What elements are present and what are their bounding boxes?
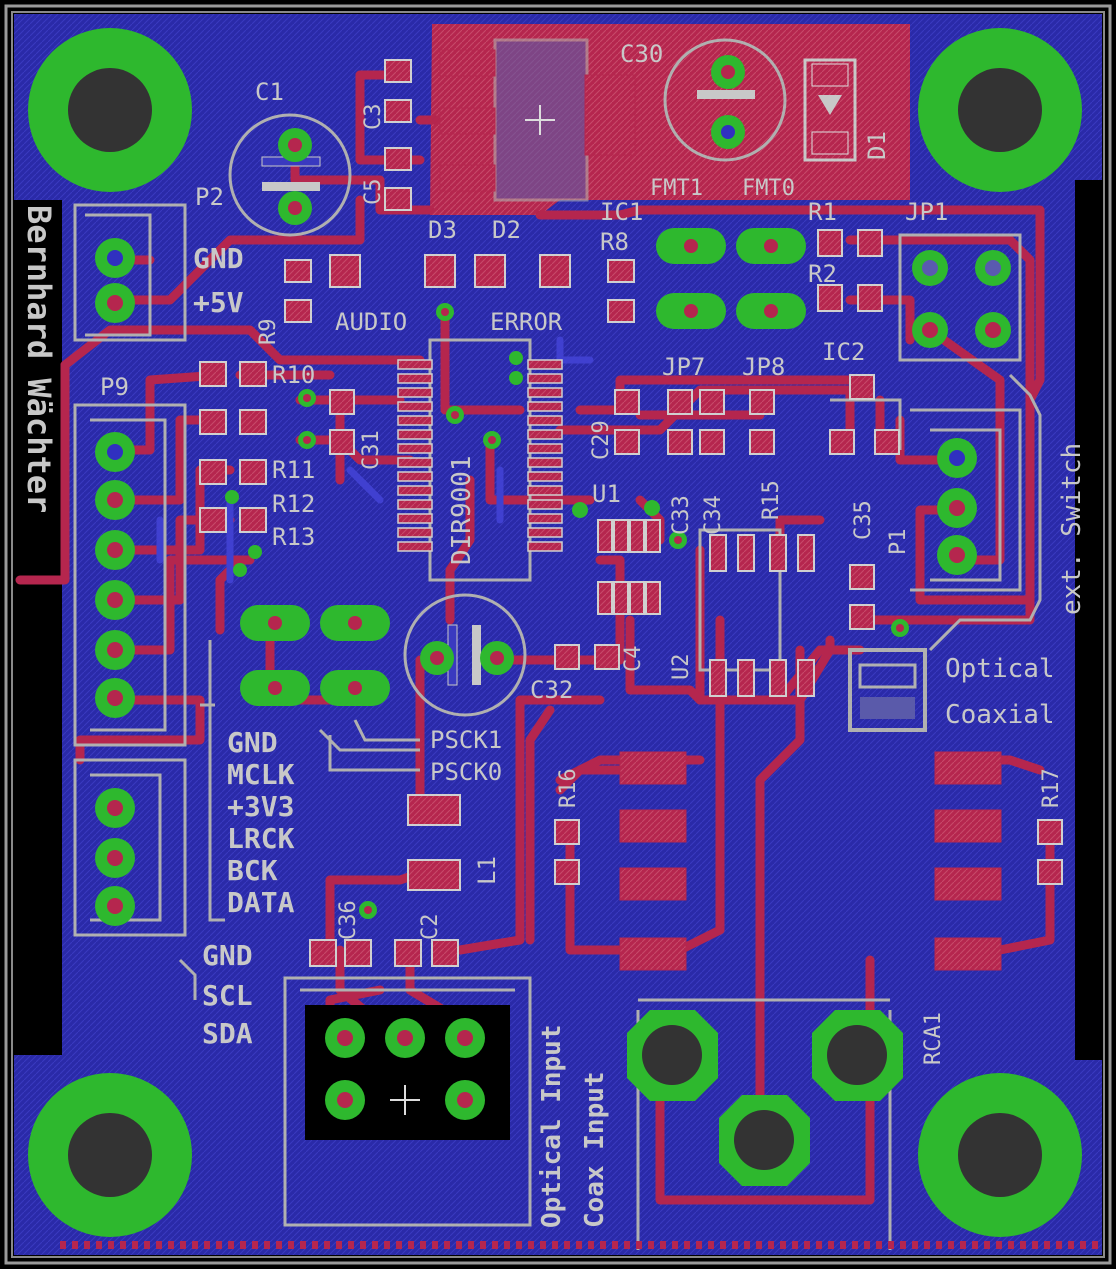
label-fmt1: FMT1 (650, 176, 703, 201)
label-c34: C34 (701, 495, 726, 535)
label-psck1: PSCK1 (430, 726, 502, 754)
label-c5: C5 (361, 179, 386, 206)
capacitor-c32 (403, 593, 527, 717)
pin-label: SCL (202, 979, 253, 1012)
label-c2: C2 (418, 914, 443, 941)
label-c1: C1 (255, 78, 284, 106)
dir9001-pads (397, 359, 563, 552)
ground-pour (14, 14, 1102, 1255)
header-i2c-pads (95, 788, 135, 926)
label-p1: P1 (886, 529, 911, 556)
author-label: Bernhard Wächter (20, 205, 58, 513)
label-r1: R1 (808, 198, 837, 226)
silk-outlines (73, 203, 1042, 1250)
label-c36: C36 (336, 900, 361, 940)
label-d2: D2 (492, 216, 521, 244)
edge-keepout-right (1075, 180, 1102, 1060)
label-r11: R11 (272, 456, 315, 484)
label-fmt0: FMT0 (742, 176, 795, 201)
board-inner-outline (11, 11, 1105, 1258)
label-jp7: JP7 (662, 353, 705, 381)
label-r17: R17 (1039, 768, 1064, 808)
label-optical-input: Optical Input (537, 1025, 567, 1229)
mounting-hole-top-right (918, 28, 1082, 192)
rca-pads (627, 1010, 903, 1186)
label-p9: P9 (100, 373, 129, 401)
label-r15: R15 (759, 480, 784, 520)
pin-label: SDA (202, 1017, 253, 1050)
label-dir9001: DIR9001 (447, 455, 477, 565)
edge-keepout-left (14, 200, 62, 1055)
label-rca1: RCA1 (921, 1012, 946, 1065)
header-p2-pads (95, 238, 135, 323)
regulator-cross (525, 105, 555, 135)
label-r10: R10 (272, 361, 315, 389)
label-d3: D3 (428, 216, 457, 244)
label-ic1: IC1 (600, 198, 643, 226)
label-p2: P2 (195, 183, 224, 211)
regulator-pads (439, 49, 636, 192)
label-d1: D1 (863, 131, 891, 160)
label-plus5v: +5V (193, 286, 244, 319)
i2c-pin-labels: GND SCL SDA (202, 939, 253, 1050)
label-c32: C32 (530, 676, 573, 704)
label-ic2: IC2 (822, 338, 865, 366)
label-gnd-top: GND (193, 242, 244, 275)
pin-label: +3V3 (227, 790, 294, 823)
label-jp8: JP8 (742, 353, 785, 381)
jumper-pad-holes (268, 239, 778, 695)
header-pin-labels: GND MCLK +3V3 LRCK BCK DATA (227, 726, 295, 919)
traces-bottom (156, 336, 594, 584)
smd-pads (199, 59, 1063, 967)
label-c30: C30 (620, 40, 663, 68)
pin-label: DATA (227, 886, 295, 919)
header-p9-pads (95, 432, 135, 718)
label-c33: C33 (669, 495, 694, 535)
label-r12: R12 (272, 490, 315, 518)
mounting-hole-bottom-right (918, 1073, 1082, 1237)
pin-label: GND (202, 939, 253, 972)
mounting-hole-bottom-left (28, 1073, 192, 1237)
label-audio: AUDIO (335, 308, 407, 336)
label-coaxial: Coaxial (945, 700, 1055, 730)
label-u1: U1 (592, 480, 621, 508)
pin-label: BCK (227, 854, 278, 887)
capacitor-c30 (663, 38, 787, 162)
label-r13: R13 (272, 523, 315, 551)
pin-label: MCLK (227, 758, 295, 791)
label-error: ERROR (490, 308, 563, 336)
label-optical: Optical (945, 654, 1055, 684)
pin-label: GND (227, 726, 278, 759)
label-r16: R16 (556, 768, 581, 808)
label-c3: C3 (361, 104, 386, 131)
u1-pads (597, 519, 661, 615)
pin-label: LRCK (227, 822, 295, 855)
label-c4: C4 (621, 646, 646, 673)
u2-pads (709, 534, 815, 697)
label-jp1: JP1 (905, 198, 948, 226)
label-c35: C35 (851, 500, 876, 540)
header-p1-pads (937, 438, 977, 575)
label-coax-input: Coax Input (580, 1071, 610, 1228)
diode-d1 (803, 58, 857, 162)
capacitor-c1 (228, 113, 352, 237)
label-r9: R9 (256, 319, 281, 346)
header-jp1-pads (912, 250, 1011, 348)
label-psck0: PSCK0 (430, 758, 502, 786)
vias (225, 303, 909, 919)
label-u2: U2 (669, 654, 694, 681)
coax-transformer-pads (619, 751, 1002, 971)
mounting-hole-top-left (28, 28, 192, 192)
label-c31: C31 (359, 430, 384, 470)
ext-switch-label: ext. Switch (1057, 443, 1087, 615)
toslink-pads (305, 1005, 510, 1140)
label-r2: R2 (808, 260, 837, 288)
label-r8: R8 (600, 228, 629, 256)
label-l1: L1 (473, 856, 501, 885)
switch-optical-coaxial (848, 648, 927, 732)
label-c29: C29 (589, 420, 614, 460)
